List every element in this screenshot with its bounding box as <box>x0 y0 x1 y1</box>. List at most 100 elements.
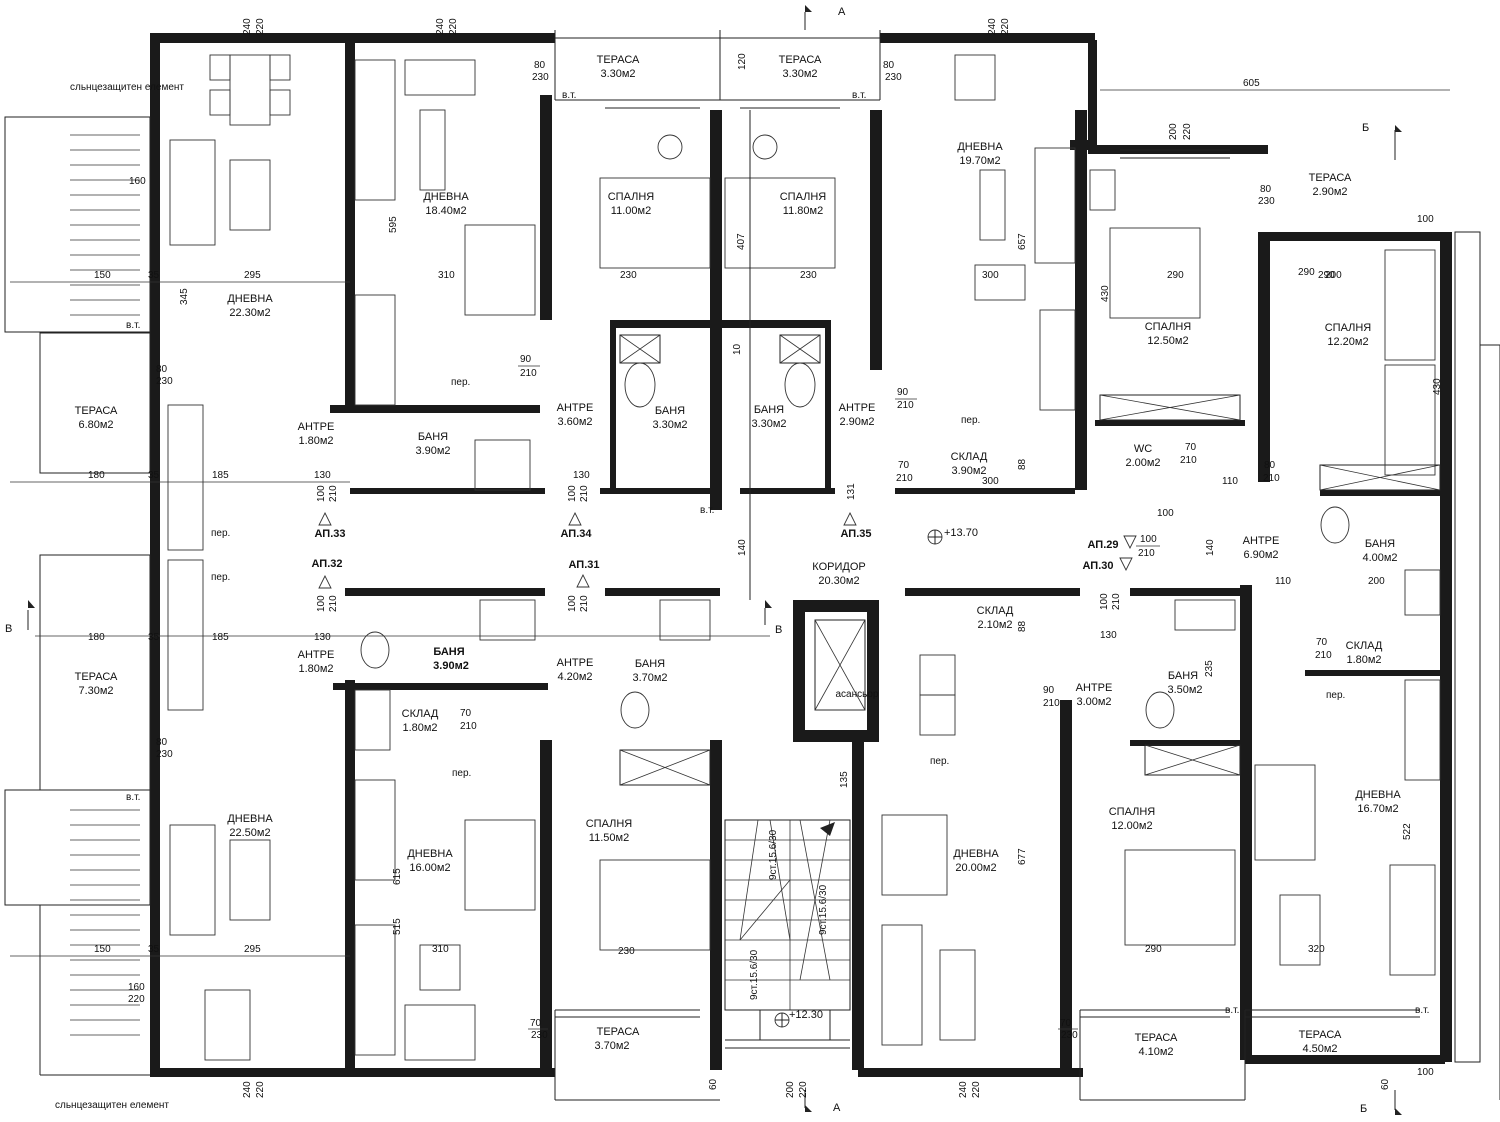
svg-text:35: 35 <box>148 470 160 481</box>
room-area-spalnya-5: 11.50м2 <box>589 832 629 844</box>
vt-label-1: в.т. <box>126 320 140 331</box>
svg-text:230: 230 <box>885 72 902 83</box>
svg-text:88: 88 <box>1017 458 1028 470</box>
svg-text:210: 210 <box>579 485 590 502</box>
svg-text:120: 120 <box>737 53 748 70</box>
room-name-dnevna-5: ДНЕВНА <box>407 848 453 860</box>
svg-text:60: 60 <box>1380 1078 1391 1090</box>
svg-text:345: 345 <box>179 288 190 305</box>
room-name-spalnya-1: СПАЛНЯ <box>608 191 655 203</box>
svg-text:110: 110 <box>1275 576 1291 587</box>
elevator-label: асансьор <box>836 689 879 700</box>
svg-text:130: 130 <box>314 632 331 643</box>
apartment-label-32: АП.32 <box>312 558 343 570</box>
svg-text:240: 240 <box>987 18 998 35</box>
svg-text:595: 595 <box>388 216 399 233</box>
svg-text:210: 210 <box>896 473 913 484</box>
room-area-banya-3: 3.30м2 <box>751 418 786 430</box>
svg-text:210: 210 <box>328 485 339 502</box>
sun-element-label-bottom: сльнцезащитен елемент <box>55 1100 169 1111</box>
svg-text:430: 430 <box>1100 285 1111 302</box>
room-area-antre-2: 3.60м2 <box>557 416 592 428</box>
vt-label-3: в.т. <box>562 90 576 101</box>
svg-text:230: 230 <box>618 946 635 957</box>
vt-label-4: в.т. <box>852 90 866 101</box>
room-area-terasa-6: 3.70м2 <box>594 1040 629 1052</box>
room-name-banya-1: БАНЯ <box>418 431 448 443</box>
room-area-dnevna-7: 16.70м2 <box>1357 803 1398 815</box>
room-name-banya-5: БАНЯ <box>433 646 464 658</box>
svg-text:130: 130 <box>1100 630 1117 641</box>
room-name-spalnya-5: СПАЛНЯ <box>586 818 633 830</box>
svg-text:657: 657 <box>1017 233 1028 250</box>
room-area-dnevna-1: 18.40м2 <box>425 205 466 217</box>
outer-walls <box>150 33 1452 1077</box>
room-area-antre-4: 6.90м2 <box>1243 549 1278 561</box>
section-a-bottom: А <box>833 1102 841 1114</box>
section-markers: А А Б Б В В <box>5 5 1402 1115</box>
room-name-antre-4: АНТРЕ <box>1243 535 1280 547</box>
level-label-bottom: +12.30 <box>789 1009 823 1021</box>
room-name-terasa-7: ТЕРАСА <box>1135 1032 1178 1044</box>
room-name-sklad-2: СКЛАД <box>977 605 1014 617</box>
svg-text:150: 150 <box>94 270 111 281</box>
room-area-spalnya-6: 12.00м2 <box>1111 820 1152 832</box>
svg-text:210: 210 <box>1315 650 1332 661</box>
room-name-dnevna-1: ДНЕВНА <box>423 191 469 203</box>
svg-text:210: 210 <box>1263 473 1280 484</box>
svg-text:230: 230 <box>156 749 173 760</box>
svg-text:80: 80 <box>156 737 168 748</box>
svg-text:200: 200 <box>785 1081 796 1098</box>
svg-text:80: 80 <box>1260 184 1272 195</box>
svg-text:615: 615 <box>392 868 403 885</box>
room-name-spalnya-6: СПАЛНЯ <box>1109 806 1156 818</box>
svg-text:290: 290 <box>1298 267 1315 278</box>
svg-text:210: 210 <box>328 595 339 612</box>
svg-text:35: 35 <box>148 632 160 643</box>
section-v-center: В <box>775 624 782 636</box>
svg-text:90: 90 <box>1043 685 1055 696</box>
svg-text:210: 210 <box>1138 548 1155 559</box>
svg-text:240: 240 <box>958 1081 969 1098</box>
apartment-label-29: АП.29 <box>1088 539 1119 551</box>
svg-text:110: 110 <box>1222 476 1238 487</box>
room-area-antre-5: 1.80м2 <box>298 663 333 675</box>
room-area-banya-5: 3.90м2 <box>433 660 469 672</box>
svg-text:310: 310 <box>432 944 449 955</box>
svg-text:180: 180 <box>88 470 105 481</box>
apartment-labels: АП.33 АП.34 АП.35 АП.32 АП.31 АП.29 АП.3… <box>312 511 1137 589</box>
svg-text:407: 407 <box>736 233 747 250</box>
svg-text:70: 70 <box>1316 637 1328 648</box>
svg-text:320: 320 <box>1308 944 1325 955</box>
svg-text:70: 70 <box>1185 442 1197 453</box>
svg-text:515: 515 <box>392 918 403 935</box>
room-area-koridor: 20.30м2 <box>818 575 859 587</box>
room-area-terasa-1: 3.30м2 <box>600 68 635 80</box>
svg-text:240: 240 <box>242 1081 253 1098</box>
room-area-antre-7: 3.00м2 <box>1076 696 1111 708</box>
svg-text:220: 220 <box>1182 123 1193 140</box>
dimensions: 240 220 240 220 240 220 240 220 240 220 … <box>10 18 1450 1098</box>
svg-text:290: 290 <box>1318 270 1335 281</box>
stair-labels: 9ст.15.6/30 9ст.15.6/30 9ст.15.6/30 <box>749 829 829 1000</box>
elevator-shaft <box>814 619 866 711</box>
svg-text:130: 130 <box>573 470 590 481</box>
room-name-terasa-2: ТЕРАСА <box>779 54 822 66</box>
svg-text:100: 100 <box>316 485 327 502</box>
svg-text:80: 80 <box>1264 460 1276 471</box>
svg-text:230: 230 <box>620 270 637 281</box>
apartment-label-33: АП.33 <box>315 528 346 540</box>
room-area-sklad-2: 2.10м2 <box>977 619 1012 631</box>
service-shafts <box>619 334 1441 786</box>
room-name-terasa-6: ТЕРАСА <box>597 1026 640 1038</box>
room-name-spalnya-4: СПАЛНЯ <box>1325 322 1372 334</box>
vt-label-6: в.т. <box>1415 1005 1429 1016</box>
room-area-banya-1: 3.90м2 <box>415 445 450 457</box>
room-name-banya-3: БАНЯ <box>754 404 784 416</box>
room-area-terasa-5: 7.30м2 <box>78 685 113 697</box>
per-label-6: пер. <box>930 756 949 767</box>
left-terraces <box>4 116 151 1076</box>
room-area-spalnya-1: 11.00м2 <box>611 205 651 217</box>
svg-text:140: 140 <box>1205 539 1216 556</box>
svg-text:522: 522 <box>1402 823 1413 840</box>
